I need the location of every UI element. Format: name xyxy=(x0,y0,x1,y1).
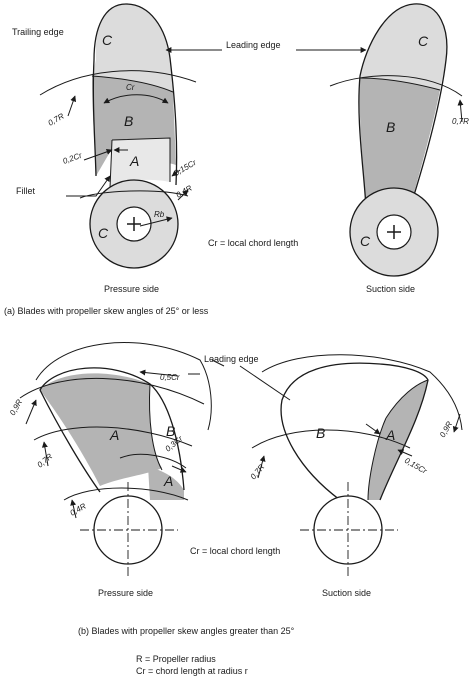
pb-07r-arrow xyxy=(41,441,49,467)
pa-rb-label: Rb xyxy=(154,210,165,219)
sa-zone-b xyxy=(359,78,440,208)
sb-blade-outline xyxy=(280,362,429,501)
pb-zone-a-small xyxy=(148,466,184,500)
pb-arc-09r xyxy=(19,377,205,405)
pa-hub-plus-icon xyxy=(127,217,141,231)
pb-blade-outline xyxy=(39,367,185,493)
sb-zone-a-label: A xyxy=(385,427,395,443)
pa-zone-a xyxy=(110,138,170,186)
sb-a-boundary xyxy=(385,379,429,419)
pb-zone-b-label: B xyxy=(166,423,175,439)
pa-leading-edge-label: Leading edge xyxy=(226,40,281,50)
pa-07r-label: 0,7R xyxy=(47,111,66,127)
pa-trailing-edge-label: Trailing edge xyxy=(12,27,64,37)
pa-zone-c-hub-label: C xyxy=(98,225,109,241)
sb-a-arrow xyxy=(365,423,381,435)
pa-blade-outline xyxy=(92,3,178,186)
pa-cr-note: Cr = local chord length xyxy=(208,238,298,248)
sb-015cr-label: 0,15Cr xyxy=(403,456,429,476)
pa-cr-label: Cr xyxy=(126,83,135,92)
sa-zone-b-label: B xyxy=(386,119,395,135)
pa-rb-arrow xyxy=(139,216,173,227)
pa-zone-c-top-label: C xyxy=(102,32,113,48)
pb-zone-a-main-label: A xyxy=(109,427,119,443)
pa-04r-arrow xyxy=(177,189,189,201)
sa-zone-c-top-label: C xyxy=(418,33,429,49)
sa-hub-plus-icon xyxy=(387,225,401,239)
part-b-title: (b) Blades with propeller skew angles gr… xyxy=(78,626,295,636)
legend-r-definition: R = Propeller radius xyxy=(136,654,216,664)
pa-zone-c-tip xyxy=(92,4,173,92)
pb-leading-edge-pointer-right xyxy=(239,365,291,401)
pb-05cr-arrow xyxy=(139,369,179,377)
part-b-pressure-blade: 0,5Cr 0,9R A B 0,3Cr 0,7R A 0,4R Pressur… xyxy=(8,342,225,598)
pa-04r-label: 0,4R xyxy=(175,183,194,199)
pa-zone-b-label: B xyxy=(124,113,133,129)
pa-07r-arrow xyxy=(67,95,77,117)
sb-07r-label: 0,7R xyxy=(249,462,267,481)
pa-fillet-arrow xyxy=(66,175,111,197)
part-a-leading-edge: Leading edge xyxy=(165,40,367,53)
pb-leading-edge-label: Leading edge xyxy=(204,354,259,364)
sa-07r-label: 0,7R xyxy=(452,117,469,126)
part-a-pressure-blade: Trailing edge C Cr B A 0,7R 0,2Cr 0,15Cr… xyxy=(12,3,198,294)
pb-pressure-side-caption: Pressure side xyxy=(98,588,153,598)
sb-arc-09r xyxy=(261,354,463,431)
pa-02cr-arrow xyxy=(83,148,113,161)
pb-zone-a-main xyxy=(40,373,162,486)
sb-09r-label: 0,9R xyxy=(438,420,454,439)
pb-05cr-label: 0,5Cr xyxy=(160,373,180,382)
pa-015cr-arrow xyxy=(171,169,181,177)
pa-02cr-label: 0,2Cr xyxy=(62,151,84,166)
pa-arc-07r xyxy=(39,70,197,96)
pb-cr-note: Cr = local chord length xyxy=(190,546,280,556)
sb-zone-a xyxy=(368,380,428,500)
sa-blade-outline xyxy=(358,3,448,209)
pa-pressure-side-caption: Pressure side xyxy=(104,284,159,294)
pb-arc-07r xyxy=(33,426,193,447)
sa-suction-side-caption: Suction side xyxy=(366,284,415,294)
pb-04r-arrow xyxy=(70,499,77,519)
pb-leading-edge-pointer xyxy=(211,359,225,367)
pa-leading-edge-bg xyxy=(222,40,296,53)
part-b-suction-blade: B A 0,9R 0,15Cr 0,7R Suction side xyxy=(249,354,463,598)
legend-cr-definition: Cr = chord length at radius r xyxy=(136,666,248,676)
part-a-suction-blade: C B 0,7R C Suction side xyxy=(329,3,469,294)
sb-zone-b-label: B xyxy=(316,425,325,441)
sb-09r-arrow xyxy=(452,413,461,433)
pb-leading-edge-curve xyxy=(35,342,212,431)
sb-015cr-arrow xyxy=(397,449,413,457)
sa-zone-c-tip xyxy=(360,3,447,90)
pb-a-b-boundary xyxy=(149,383,163,471)
pb-09r-arrow xyxy=(25,399,37,425)
sb-suction-side-caption: Suction side xyxy=(322,588,371,598)
sb-arc-07r xyxy=(251,429,411,449)
pb-07r-label: 0,7R xyxy=(36,452,55,470)
pb-03cr-arrow xyxy=(171,465,187,473)
pb-a-small-boundary xyxy=(119,453,187,469)
pb-zone-a-small-label: A xyxy=(163,473,173,489)
pb-arc-04r xyxy=(63,487,189,501)
sa-zone-c-hub-label: C xyxy=(360,233,371,249)
part-a-title: (a) Blades with propeller skew angles of… xyxy=(4,306,209,316)
pb-04r-label: 0,4R xyxy=(69,501,88,517)
pa-fillet-label: Fillet xyxy=(16,186,36,196)
sa-07r-arrow xyxy=(457,99,464,123)
sb-a-left-boundary xyxy=(367,417,387,501)
pa-zone-a-label: A xyxy=(129,153,139,169)
pb-09r-label: 0,9R xyxy=(8,398,24,417)
pa-a-boundary xyxy=(111,137,171,182)
sa-arc-07r xyxy=(329,75,463,97)
pa-cr-arrow xyxy=(103,94,169,104)
sa-b-c-boundary xyxy=(359,77,441,91)
sb-07r-arrow xyxy=(257,455,266,479)
pa-b-c-boundary xyxy=(91,75,174,93)
